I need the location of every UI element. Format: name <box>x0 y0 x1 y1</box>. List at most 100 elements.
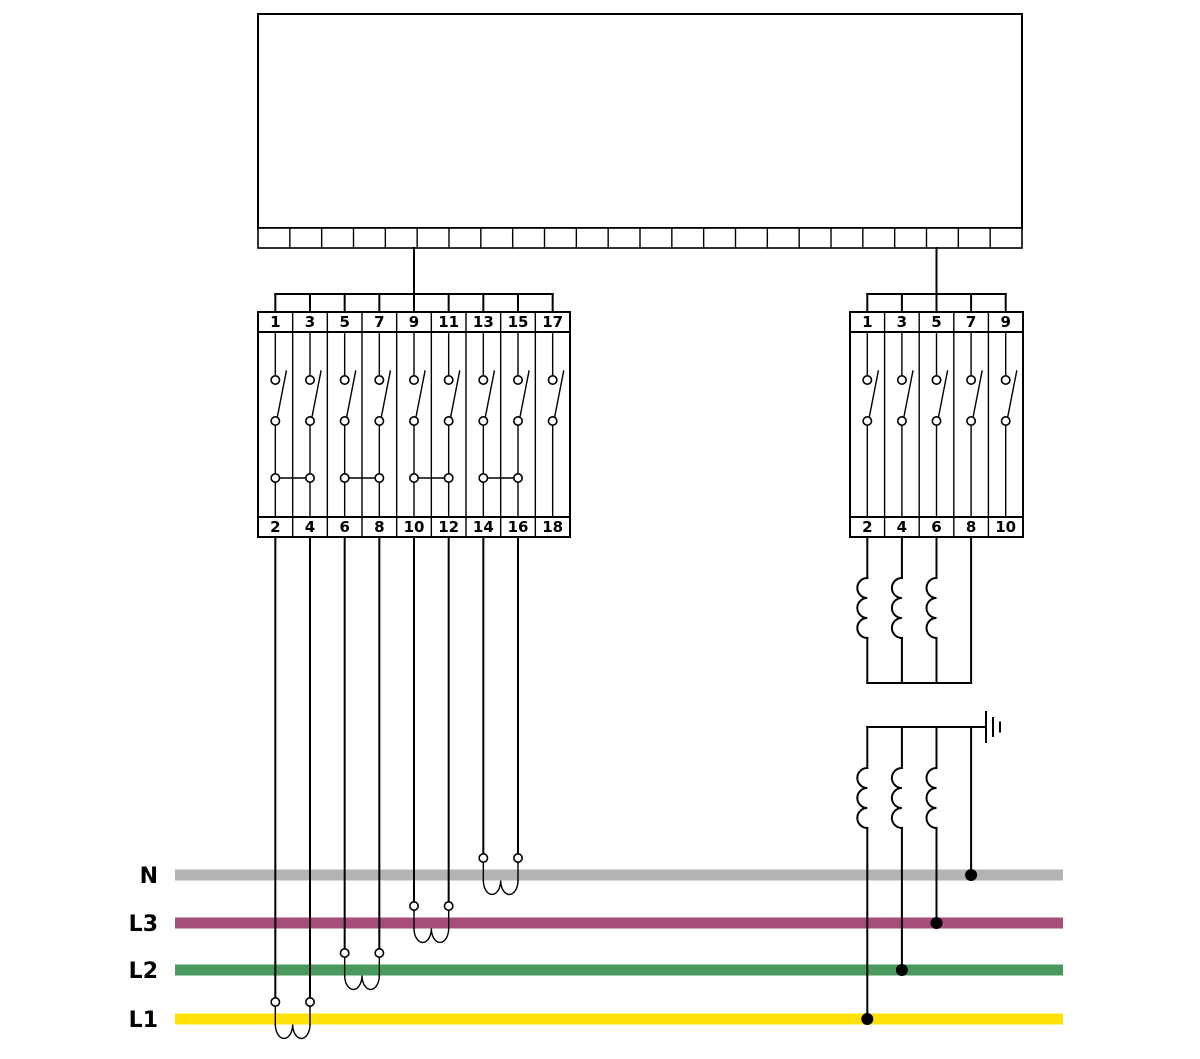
bus-label: N <box>140 864 158 889</box>
terminal-number: 1 <box>270 313 280 331</box>
switch-contact <box>862 374 873 385</box>
switch-contact <box>443 374 454 385</box>
terminal-number: 7 <box>966 313 976 331</box>
switch-contact <box>270 415 281 426</box>
bus-label: L3 <box>129 912 158 937</box>
ct-loop <box>482 879 519 896</box>
switch-blade <box>449 370 461 418</box>
switch-contact <box>339 415 350 426</box>
switch-contact <box>862 415 873 426</box>
switch-contact <box>478 415 489 426</box>
device-box <box>257 13 1023 295</box>
switch-contact <box>1000 415 1011 426</box>
terminal-number: 10 <box>404 518 425 536</box>
terminal-number: 15 <box>508 313 529 331</box>
switch-contact <box>966 374 977 385</box>
terminal-number: 13 <box>473 313 494 331</box>
switch-blade <box>972 370 983 418</box>
switch-blade <box>553 370 565 418</box>
test-socket <box>374 947 385 958</box>
test-socket <box>512 852 523 863</box>
switch-blade <box>903 370 914 418</box>
bus-bar-N <box>175 869 1063 881</box>
transformer-coil <box>890 766 903 830</box>
switch-contact <box>374 374 385 385</box>
terminal-number: 10 <box>995 518 1016 536</box>
terminal-number: 1 <box>862 313 872 331</box>
switch-blade <box>380 370 392 418</box>
terminal-number: 4 <box>897 518 907 536</box>
junction-dot <box>861 1013 874 1025</box>
switch-blade <box>484 370 496 418</box>
switch-contact <box>896 374 907 385</box>
terminal-number: 9 <box>409 313 419 331</box>
switch-contact <box>547 374 558 385</box>
bus-label: L2 <box>129 959 158 984</box>
switch-contact <box>478 374 489 385</box>
terminal-number: 5 <box>931 313 941 331</box>
terminal-number: 11 <box>438 313 459 331</box>
bridge-contact <box>408 472 419 483</box>
bridge-contact <box>478 472 489 483</box>
switch-contact <box>270 374 281 385</box>
terminal-number: 5 <box>339 313 349 331</box>
terminal-number: 3 <box>305 313 315 331</box>
terminal-number: 9 <box>1000 313 1010 331</box>
bus-bar-L2 <box>175 964 1063 976</box>
transformer-coil <box>925 576 938 640</box>
terminal-number: 6 <box>931 518 941 536</box>
test-socket <box>270 996 281 1007</box>
ct-loop <box>343 974 381 991</box>
switch-contact <box>304 374 315 385</box>
switch-contact <box>408 374 419 385</box>
bus-label: L1 <box>129 1008 158 1033</box>
device-outline <box>257 13 1023 229</box>
switch-contact <box>443 415 454 426</box>
switch-contact <box>512 415 523 426</box>
right-wiring <box>856 536 1001 1025</box>
switch-contact <box>547 415 558 426</box>
bridge-contact <box>304 472 315 483</box>
switch-blade <box>868 370 880 418</box>
terminal-number: 3 <box>897 313 907 331</box>
terminal-number: 8 <box>374 518 384 536</box>
ct-loop <box>274 1023 311 1040</box>
test-socket <box>408 900 419 911</box>
test-socket <box>478 852 489 863</box>
terminal-number: 17 <box>542 313 563 331</box>
switch-contact <box>339 374 350 385</box>
bridge-contact <box>339 472 350 483</box>
switch-contact <box>304 415 315 426</box>
left-wiring <box>270 536 523 1040</box>
switch-contact <box>931 415 942 426</box>
bus-bar-L1 <box>175 1013 1063 1025</box>
bridge-contact <box>443 472 454 483</box>
terminal-number: 2 <box>270 518 280 536</box>
transformer-coil <box>856 766 869 830</box>
switch-contact <box>512 374 523 385</box>
ct-loop <box>413 927 450 944</box>
bus-bar-L3 <box>175 917 1063 929</box>
test-socket <box>339 947 350 958</box>
bridge-contact <box>512 472 523 483</box>
transformer-coil <box>856 576 869 640</box>
switch-blade <box>345 370 357 418</box>
terminal-number: 16 <box>508 518 529 536</box>
transformer-coil <box>925 766 938 830</box>
junction-dot <box>965 869 978 881</box>
terminal-number: 18 <box>542 518 563 536</box>
bridge-contact <box>374 472 385 483</box>
terminal-number: 4 <box>305 518 315 536</box>
terminal-number: 7 <box>374 313 384 331</box>
switch-contact <box>1000 374 1011 385</box>
switch-blade <box>276 370 288 418</box>
test-socket <box>304 996 315 1007</box>
switch-blade <box>519 370 530 418</box>
switch-blade <box>1006 370 1018 418</box>
transformer-coil <box>890 576 903 640</box>
